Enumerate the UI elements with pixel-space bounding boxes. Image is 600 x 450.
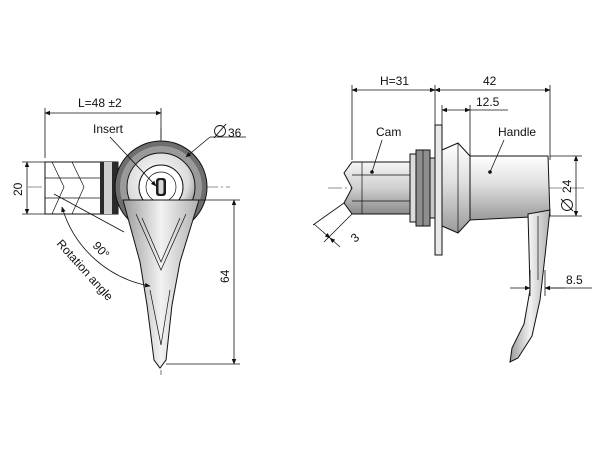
label-8-5: 8.5 xyxy=(566,273,583,287)
side-nut xyxy=(409,149,436,227)
label-h31: H=31 xyxy=(380,74,409,88)
dim-left-width: L=48 ±2 xyxy=(44,96,162,158)
diameter-symbol-24 xyxy=(561,199,573,211)
label-length-64: 64 xyxy=(218,269,232,283)
dim-8-5: 8.5 xyxy=(510,270,592,296)
side-cam xyxy=(343,161,411,215)
label-left-width: L=48 ±2 xyxy=(78,96,122,110)
label-12-5: 12.5 xyxy=(476,95,500,109)
label-cam: Cam xyxy=(376,125,401,139)
dim-diameter-36: 36 xyxy=(185,123,246,158)
dim-diameter-24: 24 xyxy=(550,155,582,217)
diameter-symbol-36 xyxy=(214,125,226,137)
label-diameter-24: 24 xyxy=(560,179,574,193)
label-height-20: 20 xyxy=(11,182,25,196)
handle-callout: Handle xyxy=(488,125,536,174)
dim-12-5: 12.5 xyxy=(441,95,508,156)
dim-height-20: 20 xyxy=(11,161,45,215)
label-insert: Insert xyxy=(93,122,124,136)
side-view: H=31 42 12.5 Cam Handle xyxy=(312,74,592,363)
dim-42: 42 xyxy=(434,74,551,160)
dim-length-64: 64 xyxy=(166,199,240,365)
label-42: 42 xyxy=(483,74,497,88)
front-view: L=48 ±2 Insert 36 20 90° Rotation an xyxy=(11,96,246,375)
front-cam xyxy=(44,161,119,215)
cam-callout: Cam xyxy=(370,125,401,174)
label-handle: Handle xyxy=(498,125,536,139)
label-angle: 90° xyxy=(90,239,113,262)
label-3: 3 xyxy=(348,230,362,245)
label-diameter-36: 36 xyxy=(228,126,242,140)
front-lever xyxy=(122,199,200,369)
side-flange xyxy=(434,124,443,256)
dim-h31: H=31 xyxy=(351,74,436,160)
insert-callout: Insert xyxy=(93,122,157,187)
